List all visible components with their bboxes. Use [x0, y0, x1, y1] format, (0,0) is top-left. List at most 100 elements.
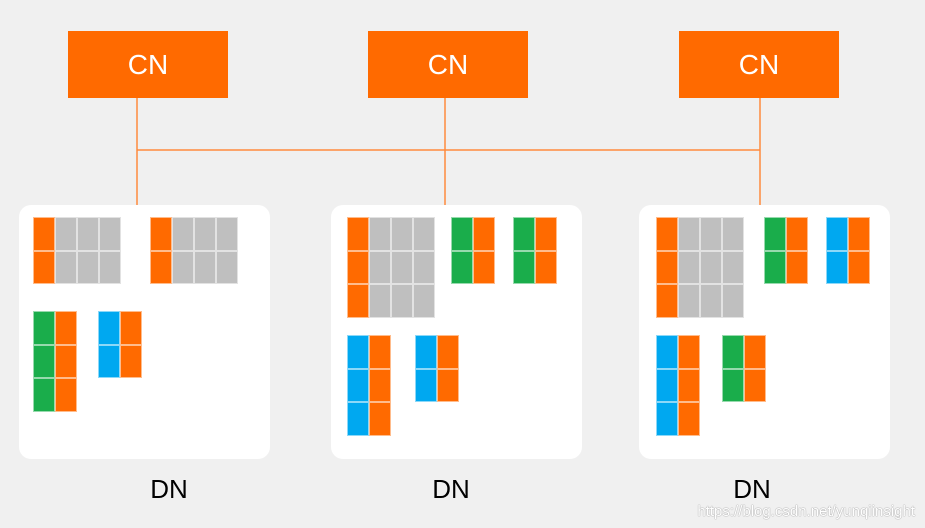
block-cell-gray: [722, 217, 744, 251]
block-cell-green: [33, 311, 55, 345]
block-cell-gray: [216, 217, 238, 251]
block-cell-blue: [826, 250, 848, 284]
block-cell-orange: [347, 284, 369, 318]
block-cell-gray: [700, 250, 722, 284]
block-cell-gray: [678, 250, 700, 284]
block-cell-orange: [744, 368, 766, 402]
block-cell-gray: [391, 217, 413, 251]
block-cell-orange: [473, 250, 495, 284]
block-cell-gray: [678, 284, 700, 318]
block-cell-green: [451, 250, 473, 284]
block-cell-blue: [656, 368, 678, 402]
watermark-text: https://blog.csdn.net/yunqiinsight: [697, 503, 915, 520]
data-block-group: [451, 217, 495, 284]
data-block-group: [764, 217, 808, 284]
block-cell-gray: [678, 217, 700, 251]
block-cell-orange: [678, 335, 700, 369]
block-cell-orange: [347, 217, 369, 251]
block-cell-blue: [415, 335, 437, 369]
data-block-group: [150, 217, 238, 284]
data-block-group: [33, 311, 77, 412]
block-cell-gray: [55, 250, 77, 284]
block-cell-gray: [413, 250, 435, 284]
block-cell-orange: [369, 335, 391, 369]
data-block-group: [415, 335, 459, 402]
block-cell-gray: [391, 250, 413, 284]
block-cell-gray: [722, 284, 744, 318]
block-cell-orange: [656, 284, 678, 318]
block-cell-blue: [826, 217, 848, 251]
cn-node-3: CN: [679, 31, 839, 98]
block-cell-green: [722, 335, 744, 369]
block-cell-gray: [194, 217, 216, 251]
data-block-group: [656, 217, 744, 318]
block-cell-blue: [656, 402, 678, 436]
data-block-group: [98, 311, 142, 378]
block-cell-blue: [347, 335, 369, 369]
block-cell-gray: [172, 250, 194, 284]
block-cell-green: [764, 250, 786, 284]
block-cell-gray: [700, 217, 722, 251]
block-cell-orange: [437, 335, 459, 369]
block-cell-blue: [656, 335, 678, 369]
block-cell-green: [513, 217, 535, 251]
block-cell-gray: [172, 217, 194, 251]
block-cell-gray: [700, 284, 722, 318]
block-cell-green: [513, 250, 535, 284]
block-cell-orange: [369, 368, 391, 402]
block-cell-orange: [535, 250, 557, 284]
block-cell-orange: [786, 217, 808, 251]
block-cell-orange: [678, 368, 700, 402]
block-cell-orange: [848, 217, 870, 251]
block-cell-blue: [347, 368, 369, 402]
block-cell-gray: [391, 284, 413, 318]
block-cell-gray: [413, 284, 435, 318]
block-cell-gray: [99, 217, 121, 251]
block-cell-orange: [744, 335, 766, 369]
data-block-group: [722, 335, 766, 402]
block-cell-green: [722, 368, 744, 402]
cn-node-2: CN: [368, 31, 528, 98]
data-block-group: [826, 217, 870, 284]
block-cell-green: [33, 344, 55, 378]
block-cell-blue: [347, 402, 369, 436]
block-cell-blue: [98, 344, 120, 378]
block-cell-orange: [120, 311, 142, 345]
block-cell-orange: [347, 250, 369, 284]
block-cell-gray: [369, 217, 391, 251]
block-cell-gray: [77, 250, 99, 284]
dn-node-3-label: DN: [733, 474, 771, 504]
dn-node-3-panel: [639, 205, 890, 459]
data-block-group: [347, 335, 391, 436]
cn-node-1: CN: [68, 31, 228, 98]
block-cell-gray: [55, 217, 77, 251]
block-cell-orange: [848, 250, 870, 284]
block-cell-gray: [216, 250, 238, 284]
block-cell-gray: [77, 217, 99, 251]
block-cell-orange: [33, 250, 55, 284]
block-cell-gray: [722, 250, 744, 284]
block-cell-orange: [55, 311, 77, 345]
block-cell-blue: [415, 368, 437, 402]
block-cell-orange: [473, 217, 495, 251]
dn-node-1-panel: [19, 205, 270, 459]
block-cell-gray: [194, 250, 216, 284]
block-cell-orange: [656, 217, 678, 251]
block-cell-orange: [437, 368, 459, 402]
dn-node-1-label: DN: [150, 474, 188, 504]
data-block-group: [656, 335, 700, 436]
block-cell-orange: [535, 217, 557, 251]
block-cell-orange: [55, 378, 77, 412]
block-cell-orange: [678, 402, 700, 436]
data-block-group: [347, 217, 435, 318]
block-cell-gray: [369, 250, 391, 284]
block-cell-orange: [150, 217, 172, 251]
block-cell-green: [33, 378, 55, 412]
block-cell-orange: [33, 217, 55, 251]
block-cell-orange: [55, 344, 77, 378]
block-cell-gray: [99, 250, 121, 284]
block-cell-orange: [120, 344, 142, 378]
block-cell-green: [764, 217, 786, 251]
data-block-group: [513, 217, 557, 284]
